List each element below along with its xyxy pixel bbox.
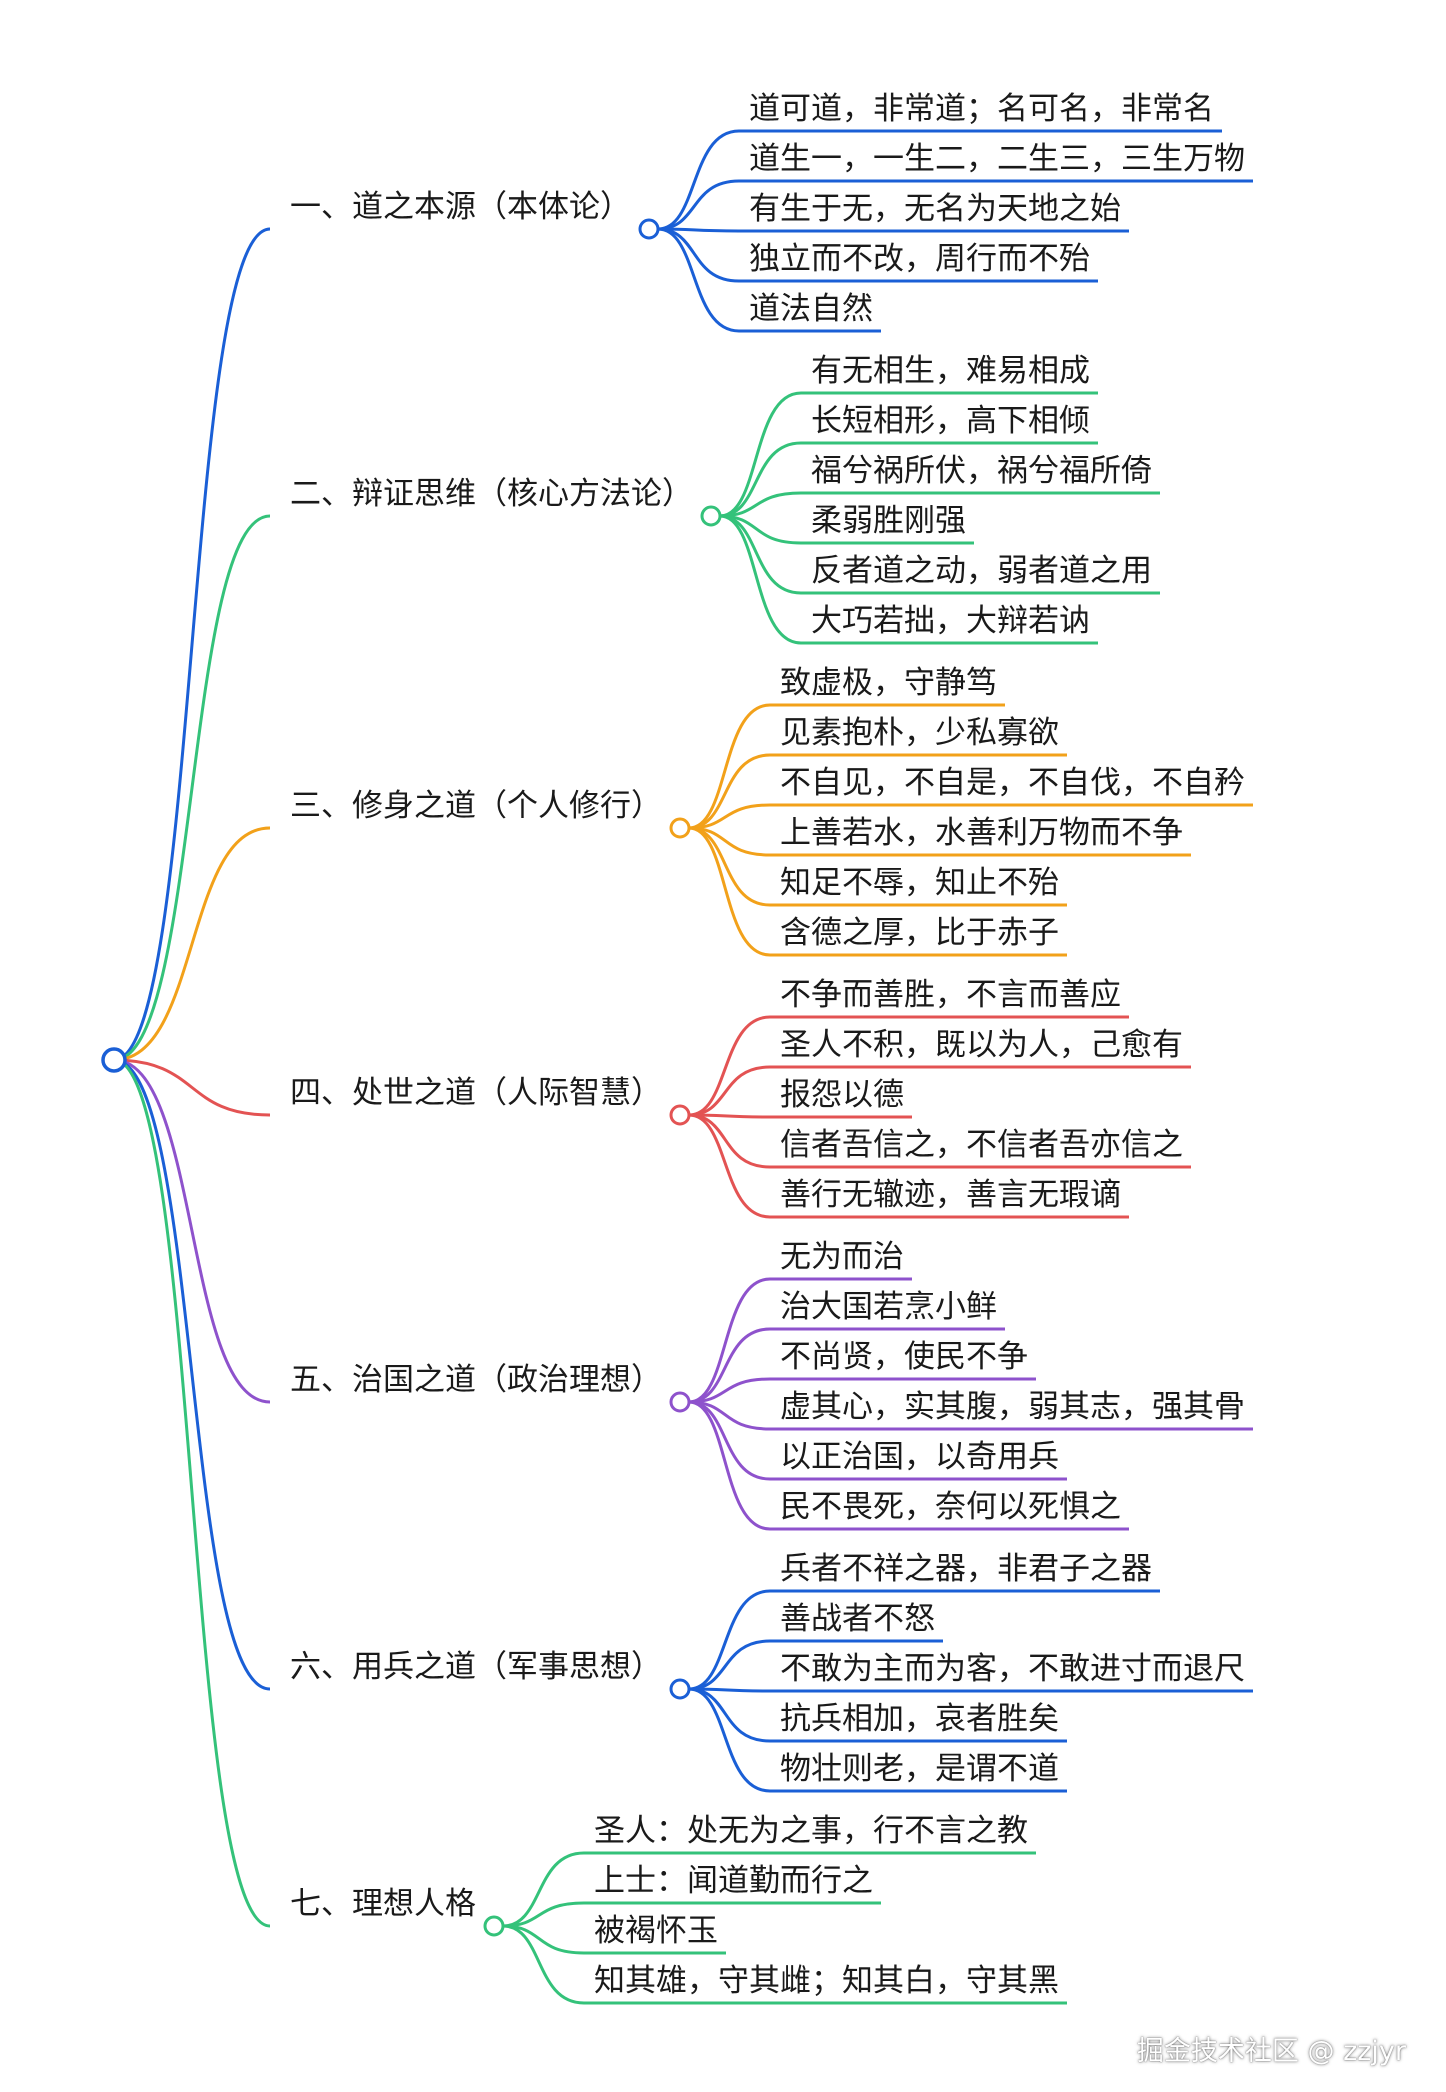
branch-label-1: 一、道之本源（本体论） (290, 189, 631, 225)
branch-label-4: 四、处世之道（人际智慧） (290, 1075, 662, 1111)
branch-node-2[interactable] (700, 505, 722, 527)
leaf-label: 大巧若拙，大辩若讷 (811, 603, 1090, 639)
leaf-label: 上善若水，水善利万物而不争 (780, 815, 1183, 851)
branch-node-6[interactable] (669, 1678, 691, 1700)
leaf-link (657, 129, 1222, 231)
branch-label-2: 二、辩证思维（核心方法论） (290, 476, 693, 512)
leaf-link (502, 1924, 726, 1955)
leaf-label: 善行无辙迹，善言无瑕谪 (780, 1177, 1121, 1213)
leaf-link (657, 179, 1253, 231)
leaf-link (688, 1687, 1067, 1793)
root-link-4 (113, 1058, 271, 1117)
leaf-link (688, 826, 1191, 857)
leaf-label: 物壮则老，是谓不道 (780, 1751, 1059, 1787)
branch-node-5[interactable] (669, 1391, 691, 1413)
leaf-label: 被褐怀玉 (594, 1913, 718, 1949)
leaf-label: 圣人：处无为之事，行不言之教 (594, 1813, 1028, 1849)
branch-label-6: 六、用兵之道（军事思想） (290, 1649, 662, 1685)
leaf-link (502, 1924, 1067, 2005)
leaf-link (502, 1851, 1036, 1928)
leaf-label: 道可道，非常道；名可名，非常名 (749, 91, 1214, 127)
watermark: 掘金技术社区 @ zzjyr (1136, 2036, 1406, 2067)
leaf-label: 知其雄，守其雌；知其白，守其黑 (594, 1963, 1059, 1999)
leaf-label: 抗兵相加，哀者胜矣 (780, 1701, 1059, 1737)
leaf-link (719, 514, 1098, 645)
leaf-link (688, 1113, 1129, 1219)
root-link-7 (113, 1058, 271, 1928)
leaf-link (719, 441, 1098, 518)
leaf-link (688, 803, 1253, 830)
branch-label-3: 三、修身之道（个人修行） (290, 788, 662, 824)
leaf-link (688, 1015, 1129, 1117)
leaf-link (688, 1065, 1191, 1117)
leaf-link (688, 1639, 943, 1691)
leaf-label: 有生于无，无名为天地之始 (749, 191, 1121, 227)
leaf-label: 不敢为主而为客，不敢进寸而退尺 (780, 1651, 1245, 1687)
branch-label-5: 五、治国之道（政治理想） (290, 1362, 662, 1398)
leaf-link (688, 826, 1067, 957)
leaf-label: 不尚贤，使民不争 (780, 1339, 1028, 1375)
leaf-link (688, 1327, 1005, 1404)
branch-node-3[interactable] (669, 817, 691, 839)
leaf-label: 善战者不怒 (780, 1601, 935, 1637)
leaf-link (688, 1687, 1067, 1743)
leaf-label: 独立而不改，周行而不殆 (749, 241, 1090, 277)
leaf-label: 有无相生，难易相成 (811, 353, 1090, 389)
leaf-link (688, 1400, 1253, 1431)
leaf-label: 反者道之动，弱者道之用 (811, 553, 1152, 589)
leaf-link (688, 1687, 1253, 1693)
root-link-3 (113, 826, 271, 1062)
root-node[interactable] (101, 1047, 127, 1073)
leaf-link (688, 1113, 912, 1119)
leaf-label: 治大国若烹小鲜 (780, 1289, 997, 1325)
leaf-label: 兵者不祥之器，非君子之器 (780, 1551, 1152, 1587)
leaf-label: 以正治国，以奇用兵 (780, 1439, 1059, 1475)
leaf-label: 福兮祸所伏，祸兮福所倚 (811, 453, 1152, 489)
branch-node-7[interactable] (483, 1915, 505, 1937)
leaf-link (688, 703, 1005, 830)
leaf-label: 虚其心，实其腹，弱其志，强其骨 (780, 1389, 1245, 1425)
leaf-link (688, 1277, 912, 1404)
leaf-label: 无为而治 (780, 1239, 904, 1275)
leaf-link (719, 514, 974, 545)
leaf-link (657, 227, 1098, 283)
leaf-link (657, 227, 1129, 233)
leaf-label: 不争而善胜，不言而善应 (780, 977, 1121, 1013)
leaf-label: 知足不辱，知止不殆 (780, 865, 1059, 901)
leaf-label: 圣人不积，既以为人，己愈有 (780, 1027, 1183, 1063)
leaf-link (719, 491, 1160, 518)
leaf-label: 道生一，一生二，二生三，三生万物 (749, 141, 1245, 177)
leaf-label: 上士：闻道勤而行之 (594, 1863, 873, 1899)
leaf-link (688, 1400, 1129, 1531)
leaf-label: 柔弱胜刚强 (811, 503, 966, 539)
root-link-2 (113, 514, 271, 1062)
leaf-label: 长短相形，高下相倾 (811, 403, 1090, 439)
leaf-link (688, 1589, 1160, 1691)
branch-node-1[interactable] (638, 218, 660, 240)
leaf-link (657, 227, 881, 333)
leaf-label: 道法自然 (749, 291, 873, 327)
leaf-link (688, 1377, 1036, 1404)
leaf-label: 信者吾信之，不信者吾亦信之 (780, 1127, 1183, 1163)
root-link-1 (113, 227, 271, 1062)
leaf-label: 含德之厚，比于赤子 (780, 915, 1059, 951)
leaf-label: 不自见，不自是，不自伐，不自矜 (780, 765, 1245, 801)
leaf-link (688, 1113, 1191, 1169)
leaf-link (719, 391, 1098, 518)
branch-node-4[interactable] (669, 1104, 691, 1126)
root-link-6 (113, 1058, 271, 1691)
leaf-link (502, 1901, 881, 1928)
leaf-label: 致虚极，守静笃 (780, 665, 997, 701)
leaf-label: 见素抱朴，少私寡欲 (780, 715, 1059, 751)
root-link-5 (113, 1058, 271, 1404)
branch-label-7: 七、理想人格 (290, 1886, 476, 1922)
leaf-label: 报怨以德 (780, 1077, 904, 1113)
leaf-link (688, 753, 1067, 830)
leaf-label: 民不畏死，奈何以死惧之 (780, 1489, 1121, 1525)
mindmap-nodes: 一、道之本源（本体论） 道可道，非常道；名可名，非常名道生一，一生二，二生三，三生… (101, 91, 1245, 1999)
mindmap-links (113, 129, 1253, 2005)
